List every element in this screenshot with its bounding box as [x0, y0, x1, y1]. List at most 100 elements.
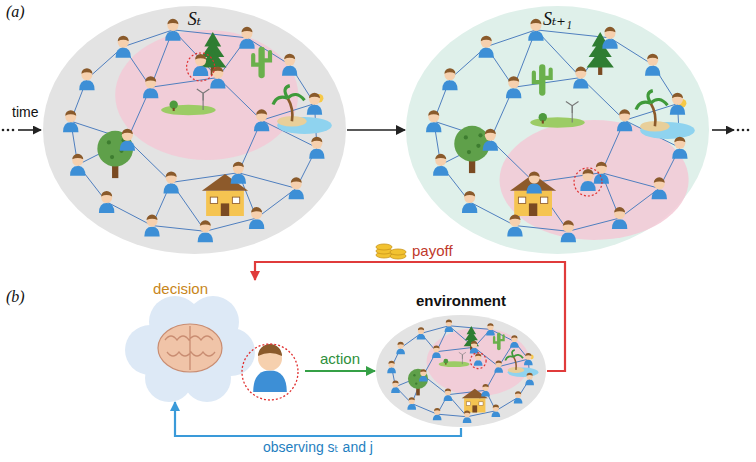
- person-head: [420, 370, 426, 376]
- house-icon: [202, 174, 248, 216]
- person-icon: [672, 137, 687, 159]
- person-body: [70, 166, 85, 176]
- person-body: [426, 122, 441, 132]
- node-label: environment: [416, 292, 506, 309]
- person-hair: [445, 388, 451, 391]
- person-icon: [483, 129, 498, 151]
- edge-label: payoff: [410, 242, 455, 259]
- person-body: [573, 79, 588, 89]
- person-body: [463, 417, 472, 423]
- person-icon: [492, 405, 501, 417]
- person-icon: [289, 177, 304, 199]
- person-hair: [446, 320, 452, 323]
- state-network-ellipse: Sₜ₊₁: [405, 5, 710, 255]
- person-hair: [311, 137, 322, 143]
- person-body: [198, 232, 213, 242]
- ellipsis-dot: [7, 129, 10, 132]
- ellipsis-dot: [2, 129, 5, 132]
- person-hair: [527, 373, 533, 376]
- person-head: [446, 320, 452, 326]
- person-icon: [307, 93, 322, 115]
- person-hair: [167, 19, 178, 25]
- person-icon: [506, 76, 521, 98]
- person-hair: [166, 171, 177, 177]
- person-body: [419, 376, 428, 382]
- axis-label: time: [12, 104, 38, 120]
- person-hair: [485, 129, 496, 135]
- person-hair: [654, 177, 665, 183]
- person-icon: [463, 411, 472, 423]
- person-head: [496, 361, 502, 367]
- person-icon: [526, 171, 541, 193]
- person-icon: [510, 335, 519, 347]
- person-icon: [193, 54, 208, 76]
- palm-icon: [505, 350, 538, 377]
- person-body: [210, 79, 225, 89]
- person-body: [481, 391, 490, 397]
- person-head: [527, 373, 533, 379]
- person-body: [391, 387, 400, 393]
- person-body: [442, 80, 457, 90]
- person-hair: [529, 171, 540, 177]
- person-body: [652, 189, 667, 199]
- person-body: [407, 404, 416, 410]
- person-icon: [561, 220, 576, 242]
- person-body: [506, 88, 521, 98]
- cactus-icon: [534, 64, 551, 96]
- person-hair: [563, 220, 574, 226]
- person-hair: [647, 54, 658, 60]
- person-head: [418, 328, 424, 334]
- network-links: [71, 30, 317, 231]
- person-hair: [464, 411, 470, 414]
- person-head: [487, 324, 493, 330]
- person-hair: [398, 342, 404, 345]
- person-hair: [433, 345, 439, 348]
- time-arrow: [712, 129, 734, 131]
- person-body: [254, 121, 269, 131]
- person-hair: [309, 93, 320, 99]
- person-hair: [101, 191, 112, 197]
- person-hair: [481, 36, 492, 42]
- tree-icon: [408, 369, 428, 396]
- person-hair: [233, 162, 244, 168]
- person-hair: [471, 341, 477, 344]
- field-icon: [530, 102, 585, 128]
- person-body: [617, 121, 632, 131]
- person-hair: [583, 169, 594, 175]
- person-body: [483, 141, 498, 151]
- focal-agent-ring: [187, 53, 215, 81]
- person-body: [528, 31, 543, 41]
- person-head: [475, 354, 481, 360]
- person-body: [144, 227, 159, 237]
- person-icon: [670, 93, 685, 115]
- person-icon: [433, 408, 442, 420]
- panel-letter: (a): [6, 3, 25, 21]
- person-hair: [195, 54, 206, 60]
- person-body: [143, 88, 158, 98]
- person-hair: [575, 67, 586, 73]
- person-hair: [444, 68, 455, 74]
- person-icon: [249, 207, 264, 229]
- person-icon: [387, 361, 396, 373]
- focal-agent-ring: [574, 168, 602, 196]
- agent-illustration: [125, 296, 298, 402]
- person-body: [239, 39, 254, 49]
- cactus-icon: [494, 332, 503, 350]
- person-hair: [409, 397, 415, 400]
- person-body: [470, 348, 479, 354]
- person-head: [445, 389, 451, 395]
- person-hair: [118, 36, 129, 42]
- person-hair: [475, 353, 481, 356]
- scene-group: [406, 6, 709, 254]
- person-body: [63, 122, 78, 132]
- person-icon: [528, 19, 543, 41]
- time-step-arrow: [347, 129, 405, 131]
- person-body: [289, 189, 304, 199]
- person-icon: [442, 68, 457, 90]
- person-icon: [486, 323, 495, 335]
- person-body: [670, 105, 685, 115]
- person-icon: [391, 381, 400, 393]
- person-head: [471, 342, 477, 348]
- action-arrow: [305, 370, 375, 372]
